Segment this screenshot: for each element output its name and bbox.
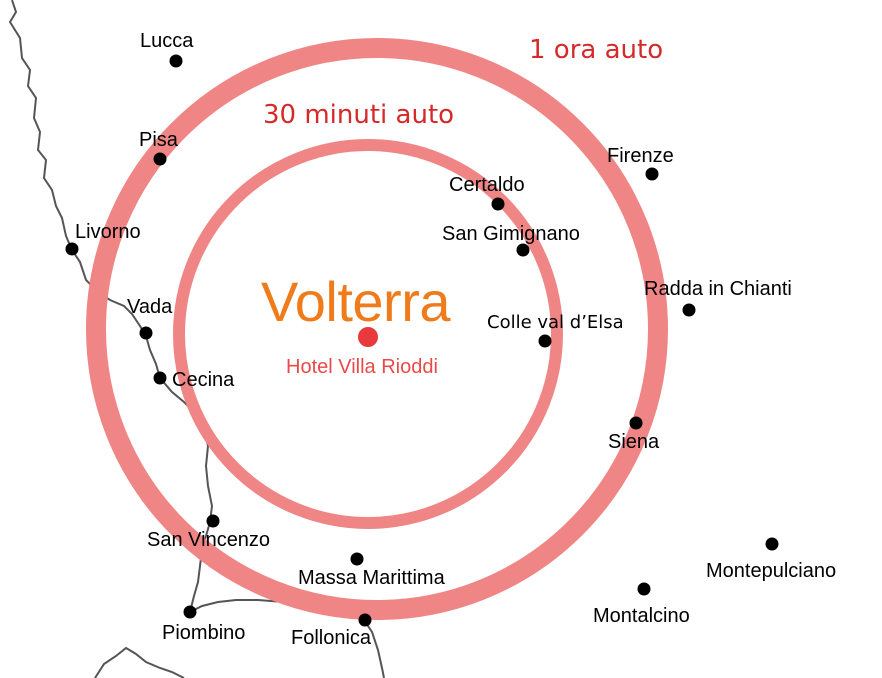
center-dot[interactable] xyxy=(356,325,380,349)
ring-label-30min: 30 minuti auto xyxy=(263,100,455,130)
town-label-piombino: Piombino xyxy=(162,622,246,644)
town-label-san-gimignano: San Gimignano xyxy=(442,223,580,245)
ring-30min xyxy=(173,139,563,529)
ring-label-1h: 1 ora auto xyxy=(529,35,664,65)
town-dot-firenze[interactable] xyxy=(645,167,659,181)
town-label-livorno: Livorno xyxy=(75,221,141,243)
town-dot-certaldo[interactable] xyxy=(491,197,505,211)
town-dot-cecina[interactable] xyxy=(153,371,167,385)
town-label-pisa: Pisa xyxy=(139,129,178,151)
town-label-firenze: Firenze xyxy=(607,145,674,167)
town-dot-piombino[interactable] xyxy=(183,605,197,619)
town-dot-montepulciano[interactable] xyxy=(765,537,779,551)
town-label-radda-in-chianti: Radda in Chianti xyxy=(644,278,792,300)
town-label-san-vincenzo: San Vincenzo xyxy=(147,529,271,551)
town-label-montepulciano: Montepulciano xyxy=(706,560,837,582)
town-dot-san-vincenzo[interactable] xyxy=(206,514,220,528)
town-dot-radda-in-chianti[interactable] xyxy=(682,303,696,317)
town-dot-lucca[interactable] xyxy=(169,54,183,68)
town-dot-montalcino[interactable] xyxy=(637,582,651,596)
town-dot-san-gimignano[interactable] xyxy=(516,243,530,257)
town-dot-siena[interactable] xyxy=(629,416,643,430)
town-dot-colle-val-d-elsa[interactable] xyxy=(538,334,552,348)
town-dot-livorno[interactable] xyxy=(65,242,79,256)
town-label-certaldo: Certaldo xyxy=(449,174,525,196)
town-label-cecina: Cecina xyxy=(172,369,235,391)
center-subtitle: Hotel Villa Rioddi xyxy=(286,356,438,378)
town-label-massa-marittima: Massa Marittima xyxy=(298,567,445,589)
town-label-siena: Siena xyxy=(608,431,660,453)
town-dot-massa-marittima[interactable] xyxy=(350,552,364,566)
town-dot-vada[interactable] xyxy=(139,326,153,340)
ring-1h xyxy=(86,38,668,620)
coastline-south xyxy=(94,646,185,678)
town-dot-follonica[interactable] xyxy=(358,613,372,627)
center-title: Volterra xyxy=(261,270,451,333)
town-label-montalcino: Montalcino xyxy=(593,605,690,627)
town-dot-pisa[interactable] xyxy=(153,152,167,166)
town-label-colle-val-d-elsa: Colle val d’Elsa xyxy=(487,312,624,333)
town-label-follonica: Follonica xyxy=(291,627,372,649)
town-label-lucca: Lucca xyxy=(140,30,194,52)
town-label-vada: Vada xyxy=(127,296,173,318)
